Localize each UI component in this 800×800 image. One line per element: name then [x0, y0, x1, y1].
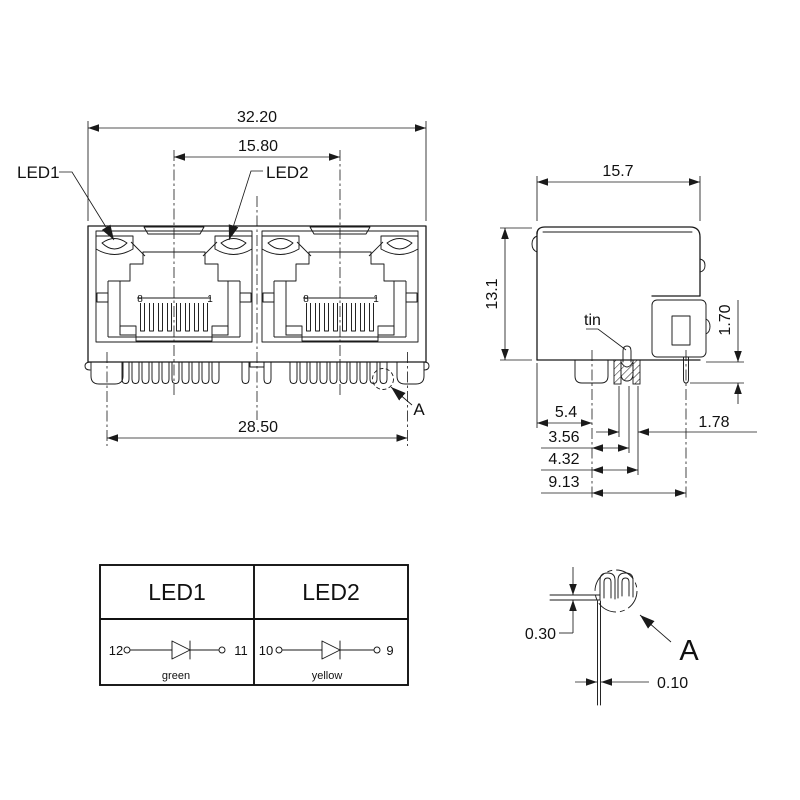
detail-a-callout-label: A [413, 400, 425, 419]
led-compartment [651, 299, 711, 358]
dim-tin-width: 1.78 [596, 414, 757, 436]
tin-label: tin [584, 312, 601, 329]
dim-height-value: 13.1 [484, 278, 501, 309]
side-view: tin 15.7 13.1 1.70 [484, 163, 757, 498]
dim-pin-protrusion-value: 1.70 [717, 304, 734, 335]
dim-depth-value: 15.7 [602, 163, 633, 180]
shield-leg-lines [597, 600, 601, 706]
dim-pin-offset: 9.13 [541, 474, 686, 497]
tin-solder-pad [613, 345, 641, 385]
terminal-circle [123, 646, 131, 654]
dim-tin-far: 4.32 [541, 451, 638, 474]
dim-tin-near: 3.56 [541, 429, 629, 452]
terminal-circle [218, 646, 226, 654]
led1-callout: LED1 [17, 163, 115, 241]
dim-height: 13.1 [484, 227, 532, 361]
detail-a-label: A [679, 635, 699, 667]
led1-color-name: green [162, 670, 190, 682]
shield-legs [121, 361, 388, 384]
dim-material-thickness: 0.30 [525, 567, 577, 643]
mounting-post-left [84, 361, 124, 385]
shield-leg-prongs [599, 572, 634, 601]
mounting-post-right [396, 361, 430, 385]
terminal-circle [373, 646, 381, 654]
dim-tin-width-value: 1.78 [698, 414, 729, 431]
detail-a-label-callout: A [639, 614, 699, 667]
led1-anode-pin: 12 [109, 643, 123, 658]
dim-tin-far-value: 4.32 [548, 451, 579, 468]
front-view: 8 1 8 1 [17, 109, 430, 446]
side-body-outline [531, 226, 706, 361]
side-mounting-post [574, 359, 609, 384]
dim-port-pitch: 15.80 [174, 138, 340, 161]
dim-post-offset: 5.4 [537, 404, 592, 427]
shield-edge-lines [549, 594, 601, 601]
led2-anode-pin: 10 [259, 643, 273, 658]
detail-a-view: 0.30 0.10 A [525, 567, 699, 706]
bottom-dimension-stack: 5.4 1.78 3.56 4.32 9.13 [536, 363, 757, 497]
pin-number: 1 [207, 294, 213, 305]
tin-callout: tin [584, 312, 627, 351]
dim-pin-protrusion: 1.70 [690, 300, 744, 404]
led1-callout-label: LED1 [17, 163, 60, 182]
detail-a-marker-circle [372, 368, 394, 390]
dim-leg-thickness: 0.10 [575, 675, 688, 692]
led2-circuit: 10 9 yellow [259, 640, 394, 682]
through-hole-pin [683, 356, 689, 384]
dim-tin-near-value: 3.56 [548, 429, 579, 446]
detail-boundary-circle [594, 569, 638, 613]
dim-leg-span-value: 28.50 [238, 419, 278, 436]
diode-symbol [171, 640, 191, 660]
pin-number: 1 [373, 294, 379, 305]
table-header-led2: LED2 [302, 579, 360, 605]
diode-symbol [321, 640, 341, 660]
led2-callout-label: LED2 [266, 163, 309, 182]
dim-leg-span: 28.50 [107, 419, 408, 442]
led2-callout: LED2 [228, 163, 309, 241]
dim-total-width: 32.20 [87, 109, 427, 221]
dim-material-thickness-value: 0.30 [525, 626, 556, 643]
dim-leg-thickness-value: 0.10 [657, 675, 688, 692]
led1-circuit: 12 11 green [109, 640, 248, 682]
led-function-table: LED1 LED2 12 11 green 10 9 yellow [99, 564, 409, 686]
led-window [671, 315, 691, 346]
led2-color-name: yellow [312, 670, 343, 682]
dim-pin-offset-value: 9.13 [548, 474, 579, 491]
detail-a-callout: A [390, 386, 425, 419]
pin-number: 8 [303, 294, 309, 305]
terminal-circle [275, 646, 283, 654]
dim-depth: 15.7 [536, 163, 701, 221]
led1-cathode-pin: 11 [234, 643, 248, 658]
table-header-led1: LED1 [148, 579, 206, 605]
pin-number: 8 [137, 294, 143, 305]
dim-total-width-value: 32.20 [237, 109, 277, 126]
dim-port-pitch-value: 15.80 [238, 138, 278, 155]
centerlines [106, 150, 408, 446]
led2-cathode-pin: 9 [386, 643, 393, 658]
dim-post-offset-value: 5.4 [555, 404, 577, 421]
